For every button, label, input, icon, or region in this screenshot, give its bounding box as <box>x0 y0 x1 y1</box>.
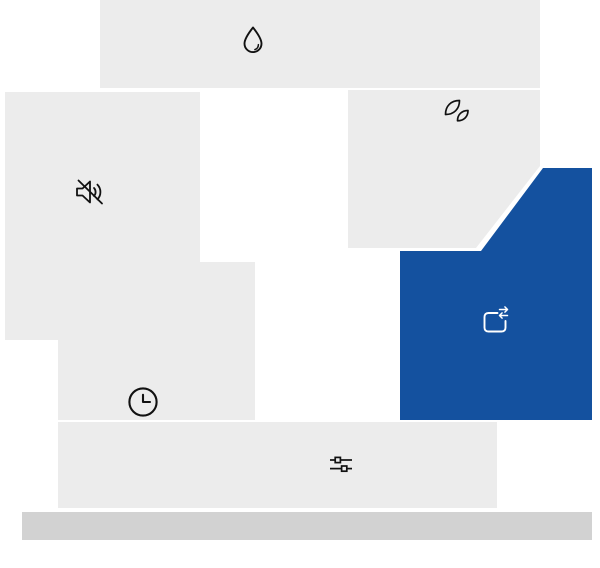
tile-water[interactable] <box>100 0 540 88</box>
water-swap-icon <box>477 304 513 340</box>
tile-settings[interactable] <box>58 422 497 508</box>
clock-icon <box>126 385 160 419</box>
tile-time[interactable] <box>58 262 255 420</box>
sliders-icon <box>327 450 355 478</box>
speaker-mute-icon <box>71 173 109 211</box>
eco-leaves-icon <box>439 95 473 129</box>
water-drop-icon <box>235 24 271 60</box>
bottom-bar <box>22 512 592 540</box>
